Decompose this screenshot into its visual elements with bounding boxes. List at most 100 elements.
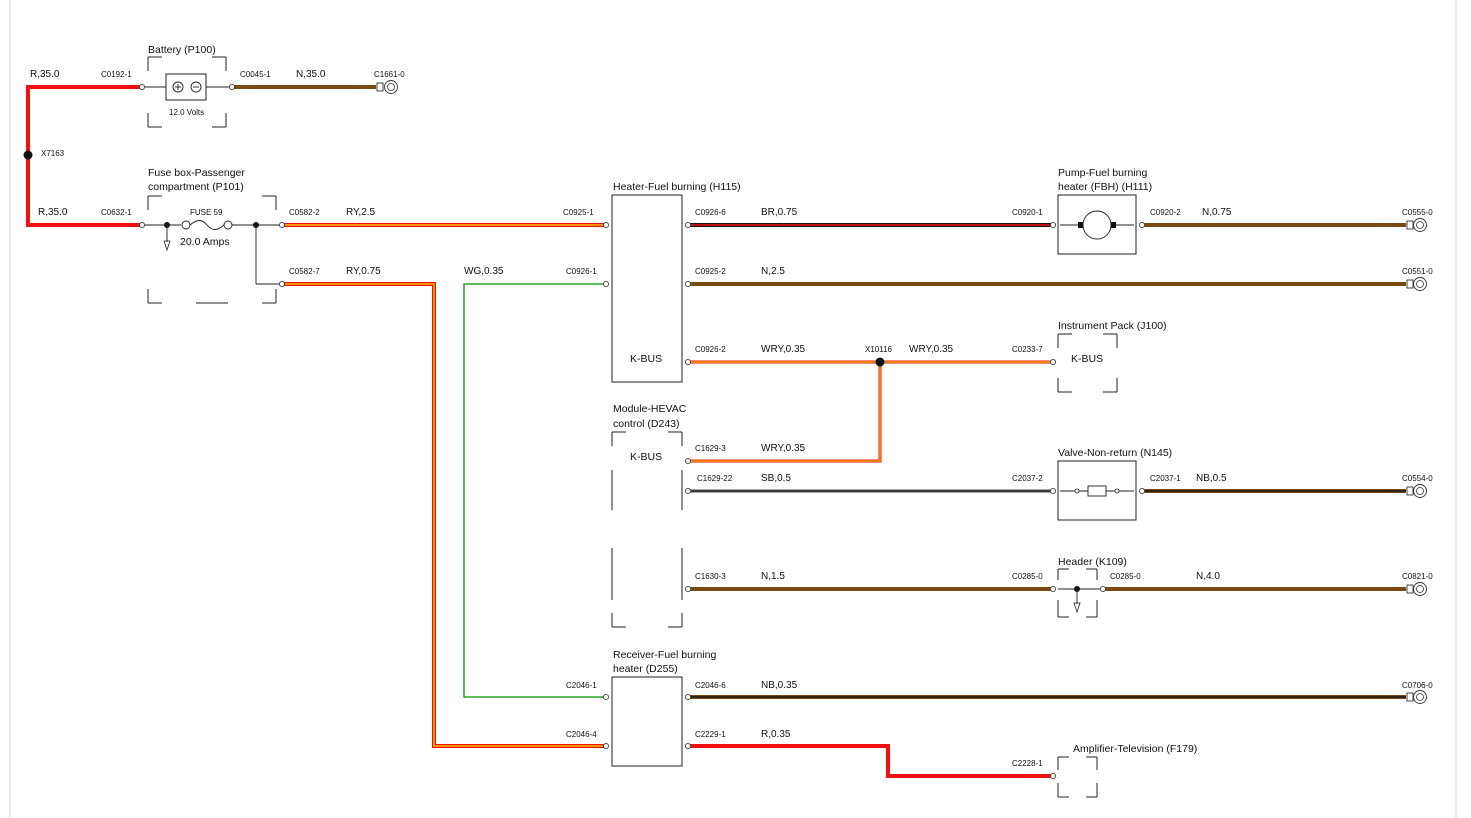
pin-c0925-2[interactable] <box>684 280 692 288</box>
pin-c0285-0-left[interactable] <box>1049 585 1057 593</box>
valve-component[interactable]: Valve-Non-return (N145) <box>1057 447 1172 521</box>
wires-layer <box>26 85 1406 778</box>
battery-voltage: 12.0 Volts <box>169 108 204 117</box>
wire-label: N,2.5 <box>761 266 785 277</box>
connector-label: C0554-0 <box>1402 474 1433 483</box>
pin-c1629-3[interactable] <box>684 457 692 465</box>
pin-c2046-4[interactable] <box>602 742 610 750</box>
w_wry3-strand-2 <box>688 362 881 462</box>
pin-c0920-2[interactable] <box>1138 221 1146 229</box>
hevac-component[interactable]: Module-HEVAC control (D243) K-BUS <box>611 403 687 628</box>
fusebox-label-line2: compartment (P101) <box>148 181 244 193</box>
pin-c0582-7[interactable] <box>278 280 286 288</box>
battery-cell <box>165 73 207 101</box>
pump-component[interactable]: Pump-Fuel burning heater (FBH) (H111) <box>1057 167 1152 255</box>
valve-icon <box>1087 485 1107 497</box>
fusebox-component[interactable]: Fuse box-Passenger compartment (P101) FU… <box>145 167 279 304</box>
hevac-label-line1: Module-HEVAC <box>613 403 687 415</box>
ground-terminal-c0555-0-icon[interactable] <box>1406 218 1427 232</box>
heater-bus: K-BUS <box>630 353 662 365</box>
connector-label: C1629-22 <box>697 474 733 483</box>
connector-label: C1629-3 <box>695 444 726 453</box>
fuse-end-right <box>223 220 233 230</box>
fuse-element-icon <box>189 220 225 230</box>
pin-c2229-1[interactable] <box>684 742 692 750</box>
connector-labels: C0192-1 C0045-1 C1661-0 C0632-1 C0582-2 … <box>101 70 1433 768</box>
pin-c0926-1[interactable] <box>602 280 610 288</box>
battery-label: Battery (P100) <box>148 44 216 56</box>
connector-label: C0821-0 <box>1402 572 1433 581</box>
pin-c0285-0-right[interactable] <box>1099 585 1107 593</box>
connector-label: C0926-6 <box>695 208 726 217</box>
pin-c1629-22[interactable] <box>684 487 692 495</box>
pin-c1630-3[interactable] <box>684 585 692 593</box>
connector-label: C0632-1 <box>101 208 132 217</box>
connector-label: C1661-0 <box>374 70 405 79</box>
pin-c0926-6[interactable] <box>684 221 692 229</box>
pins-layer <box>138 83 1146 780</box>
pin-c2228-1[interactable] <box>1049 772 1057 780</box>
connector-label: C0551-0 <box>1402 267 1433 276</box>
ground-terminal-c0821-0-icon[interactable] <box>1406 582 1427 596</box>
w_fuse_feed-strand-0 <box>26 155 140 227</box>
wire-fuse-feed[interactable] <box>26 155 140 227</box>
connector-label: C0192-1 <box>101 70 132 79</box>
connector-label: C0285-0 <box>1110 572 1141 581</box>
connector-label: C0926-1 <box>566 267 597 276</box>
pin-c2037-2[interactable] <box>1049 487 1057 495</box>
pin-c0233-7[interactable] <box>1049 358 1057 366</box>
valve-label: Valve-Non-return (N145) <box>1058 447 1172 459</box>
wire-label: BR,0.75 <box>761 207 798 218</box>
battery-plus-icon <box>172 81 184 93</box>
splice-x10116[interactable] <box>875 357 885 367</box>
w_ry075-strand-0 <box>283 282 605 748</box>
pin-c0045-1[interactable] <box>228 83 236 91</box>
instrument-component[interactable]: Instrument Pack (J100) K-BUS <box>1057 320 1167 393</box>
pin-c0920-1[interactable] <box>1049 221 1057 229</box>
heater-component[interactable]: Heater-Fuel burning (H115) K-BUS <box>611 181 741 383</box>
heater-label: Heater-Fuel burning (H115) <box>613 181 741 193</box>
wire-label: R,0.35 <box>761 729 791 740</box>
connector-label: C2037-1 <box>1150 474 1181 483</box>
receiver-component[interactable]: Receiver-Fuel burning heater (D255) <box>611 649 716 767</box>
connector-label: C0925-1 <box>563 208 594 217</box>
fuse-rating: 20.0 Amps <box>180 236 230 248</box>
ground-terminal-c0554-0-icon[interactable] <box>1406 484 1427 498</box>
fusebox-outline <box>147 195 277 304</box>
ground-terminal-c0706-0-icon[interactable] <box>1406 690 1427 704</box>
battery-component[interactable]: Battery (P100) 12.0 Volts <box>145 44 229 128</box>
pin-c2046-1[interactable] <box>602 693 610 701</box>
ground-terminal-c0551-0-icon[interactable] <box>1406 277 1427 291</box>
amplifier-component[interactable]: Amplifier-Television (F179) <box>1057 743 1197 798</box>
connector-label: C2046-4 <box>566 730 597 739</box>
pin-c0926-2[interactable] <box>684 358 692 366</box>
pin-c0925-1[interactable] <box>602 221 610 229</box>
pin-c0582-2[interactable] <box>278 221 286 229</box>
ground-terminal-c1661-0-icon[interactable] <box>376 80 398 94</box>
pump-label-line1: Pump-Fuel burning <box>1058 167 1147 179</box>
connector-label: C0926-2 <box>695 345 726 354</box>
pin-c2046-6[interactable] <box>684 693 692 701</box>
receiver-box <box>611 676 683 767</box>
wire-ry-0-75[interactable] <box>283 282 605 748</box>
wire-label: RY,2.5 <box>346 207 376 218</box>
wire-r-0-35[interactable] <box>688 744 1052 778</box>
connector-label: C2046-6 <box>695 681 726 690</box>
connector-label: C0233-7 <box>1012 345 1043 354</box>
connector-label: C0285-0 <box>1012 572 1043 581</box>
splice-x7163[interactable] <box>23 150 33 160</box>
w_ry075-strand-1 <box>283 283 605 747</box>
connector-label: C0582-7 <box>289 267 320 276</box>
wire-wg-0-35[interactable] <box>462 282 605 699</box>
wire-wry-hevac[interactable] <box>688 362 883 464</box>
header-component[interactable]: Header (K109) <box>1057 556 1127 618</box>
connector-label: C0920-1 <box>1012 208 1043 217</box>
pin-c0192-1[interactable] <box>138 83 146 91</box>
pin-c0632-1[interactable] <box>138 221 146 229</box>
battery-minus-icon <box>190 81 202 93</box>
fusebox-label-line1: Fuse box-Passenger <box>148 167 245 179</box>
w_r035-strand-0 <box>688 744 1052 778</box>
pin-c2037-1[interactable] <box>1138 487 1146 495</box>
connector-label: C2046-1 <box>566 681 597 690</box>
